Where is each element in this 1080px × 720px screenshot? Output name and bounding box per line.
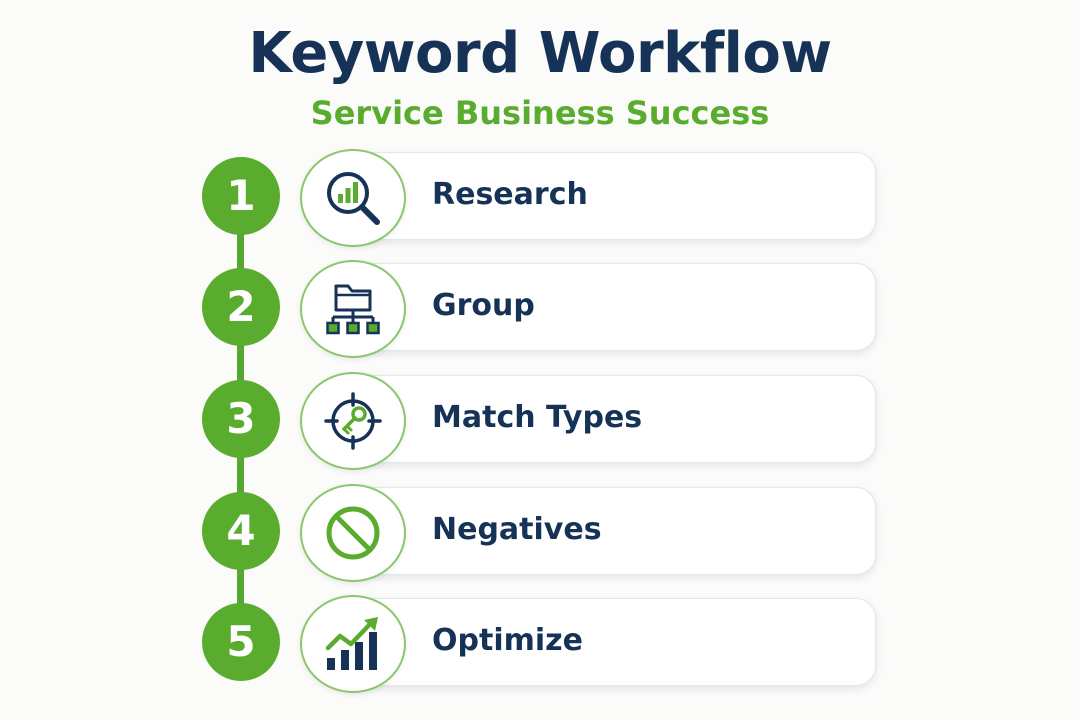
step-card bbox=[336, 487, 876, 575]
page-subtitle: Service Business Success bbox=[310, 94, 770, 132]
folder-hierarchy-icon bbox=[326, 284, 380, 335]
step-card bbox=[336, 263, 876, 351]
step-label: Group bbox=[432, 288, 535, 323]
step-number-badge: 1 bbox=[202, 157, 280, 235]
step-number-badge: 5 bbox=[202, 603, 280, 681]
workflow-step-research: 1 Research bbox=[0, 149, 1080, 247]
prohibited-icon bbox=[326, 506, 380, 560]
icon-badge bbox=[300, 149, 406, 247]
step-card bbox=[336, 375, 876, 463]
key-target-icon bbox=[324, 392, 382, 450]
step-label: Research bbox=[432, 177, 588, 212]
workflow-step-optimize: 5 Optimize bbox=[0, 595, 1080, 693]
page-title: Keyword Workflow bbox=[248, 21, 832, 86]
magnifier-bar-chart-icon bbox=[327, 172, 380, 225]
icon-badge bbox=[300, 372, 406, 470]
icon-badge bbox=[300, 595, 406, 693]
step-number-badge: 2 bbox=[202, 268, 280, 346]
workflow-step-match-types: 3 Match Types bbox=[0, 372, 1080, 470]
step-label: Optimize bbox=[432, 623, 583, 658]
step-number-badge: 4 bbox=[202, 492, 280, 570]
step-label: Negatives bbox=[432, 512, 602, 547]
growth-chart-icon bbox=[325, 617, 378, 670]
workflow-step-group: 2 Group bbox=[0, 260, 1080, 358]
icon-badge bbox=[300, 484, 406, 582]
icon-badge bbox=[300, 260, 406, 358]
step-label: Match Types bbox=[432, 400, 643, 435]
workflow-step-negatives: 4 Negatives bbox=[0, 484, 1080, 582]
step-number-badge: 3 bbox=[202, 380, 280, 458]
step-card bbox=[336, 598, 876, 686]
step-card bbox=[336, 152, 876, 240]
